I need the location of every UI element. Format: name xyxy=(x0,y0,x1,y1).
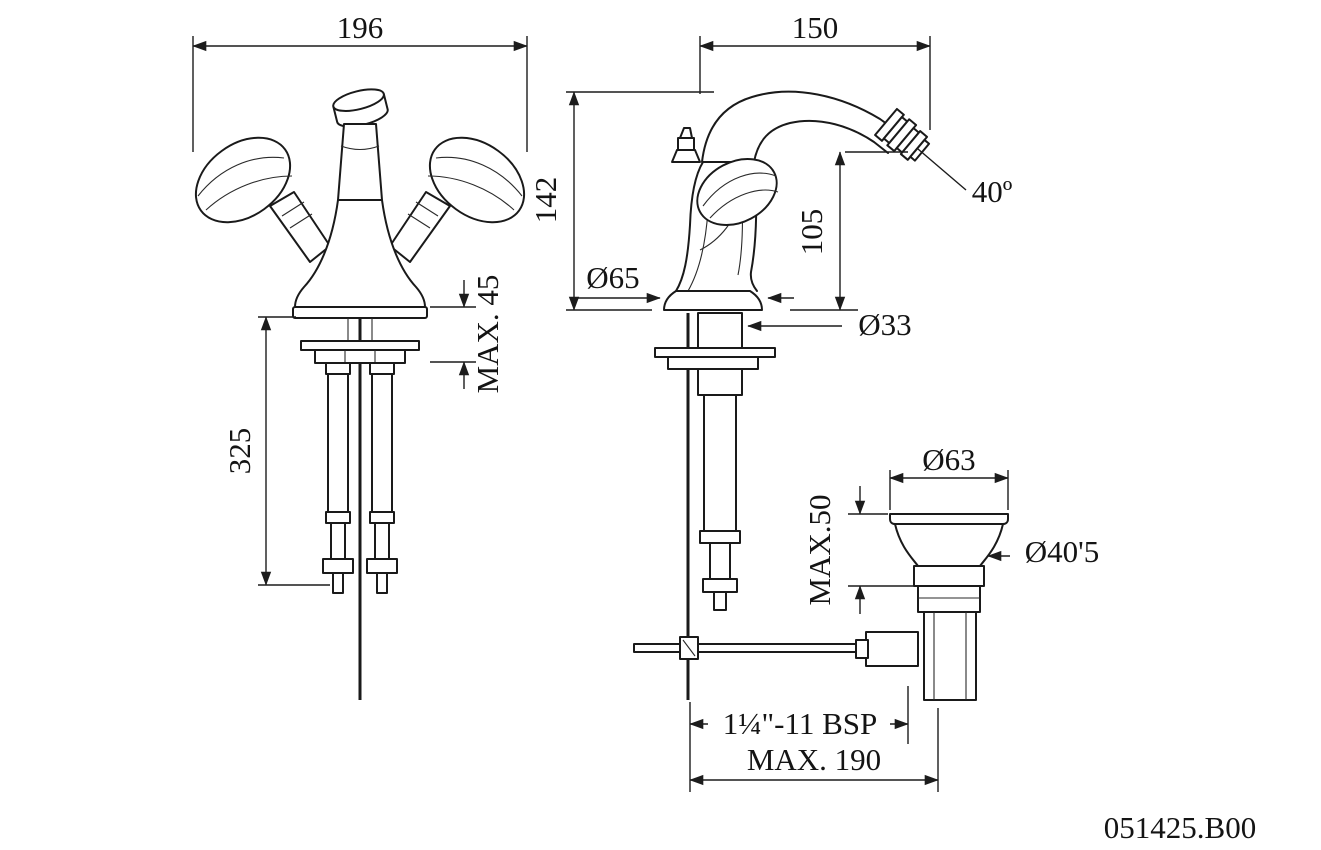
spout-upper-line xyxy=(701,90,899,163)
dim-width-196 xyxy=(192,36,528,152)
dim-spout-height-label: 105 xyxy=(794,209,829,256)
supply-hose-side xyxy=(699,394,741,611)
dim-thread-label: 1¼"-11 BSP xyxy=(723,706,878,741)
front-view: 196 MAX. 45 325 xyxy=(192,10,528,700)
left-handle xyxy=(194,136,331,263)
deck-washer-front xyxy=(300,340,420,351)
dim-base-diameter-label: Ø65 xyxy=(586,260,639,295)
dim-deck-max-label: MAX. 45 xyxy=(470,275,505,394)
waste-body xyxy=(917,585,981,613)
pop-up-waste-detail: Ø63 MAX.50 Ø40'5 1¼"-11 BSP MAX. 190 xyxy=(689,442,1099,792)
aerator-nozzle xyxy=(874,107,931,162)
base-side xyxy=(663,290,763,311)
right-handle xyxy=(389,136,526,263)
base-plate-front xyxy=(292,306,428,319)
dim-shank-diameter-label: Ø33 xyxy=(858,307,911,342)
handle-side xyxy=(696,157,779,227)
dim-flange-diameter-label: Ø63 xyxy=(922,442,975,477)
angle-reference-line xyxy=(917,148,967,191)
waste-connector xyxy=(865,631,919,667)
dim-hose-length-325 xyxy=(258,316,330,586)
finial xyxy=(671,127,701,163)
dim-height-142 xyxy=(566,91,714,311)
waste-grooved-band xyxy=(913,565,985,587)
spout-column-front xyxy=(337,123,383,201)
dim-width-label: 196 xyxy=(337,10,384,45)
deck-washer-side xyxy=(654,347,776,358)
waste-tailpiece xyxy=(923,611,977,701)
spout-lower-line xyxy=(753,119,889,163)
dim-max-reach-label: MAX. 190 xyxy=(747,742,881,777)
dim-angle-label: 40º xyxy=(972,174,1013,209)
dim-depth-150 xyxy=(699,36,931,130)
dim-hose-length-label: 325 xyxy=(222,428,257,475)
mounting-nut-front xyxy=(314,349,406,364)
dim-waste-max50 xyxy=(848,486,914,614)
dim-max-reach-190 xyxy=(689,708,939,792)
supply-hoses xyxy=(322,362,398,594)
dim-waste-max50-label: MAX.50 xyxy=(802,494,837,605)
mounting-nut-side xyxy=(667,356,759,370)
part-number: 051425.B00 xyxy=(1104,810,1256,845)
dim-depth-label: 150 xyxy=(792,10,839,45)
dim-spout-height-105 xyxy=(790,151,908,311)
dim-flange-diameter xyxy=(889,470,1009,510)
waste-flange xyxy=(889,513,1009,525)
dim-waste-diameter-label: Ø40'5 xyxy=(1025,534,1099,569)
side-view: 40º 150 142 xyxy=(528,10,1013,700)
aerator-front xyxy=(332,88,389,128)
dim-height-label: 142 xyxy=(528,177,563,224)
actuator-rod xyxy=(633,643,875,653)
dim-deck-max-45 xyxy=(430,280,476,389)
waste-neck xyxy=(894,523,1004,567)
